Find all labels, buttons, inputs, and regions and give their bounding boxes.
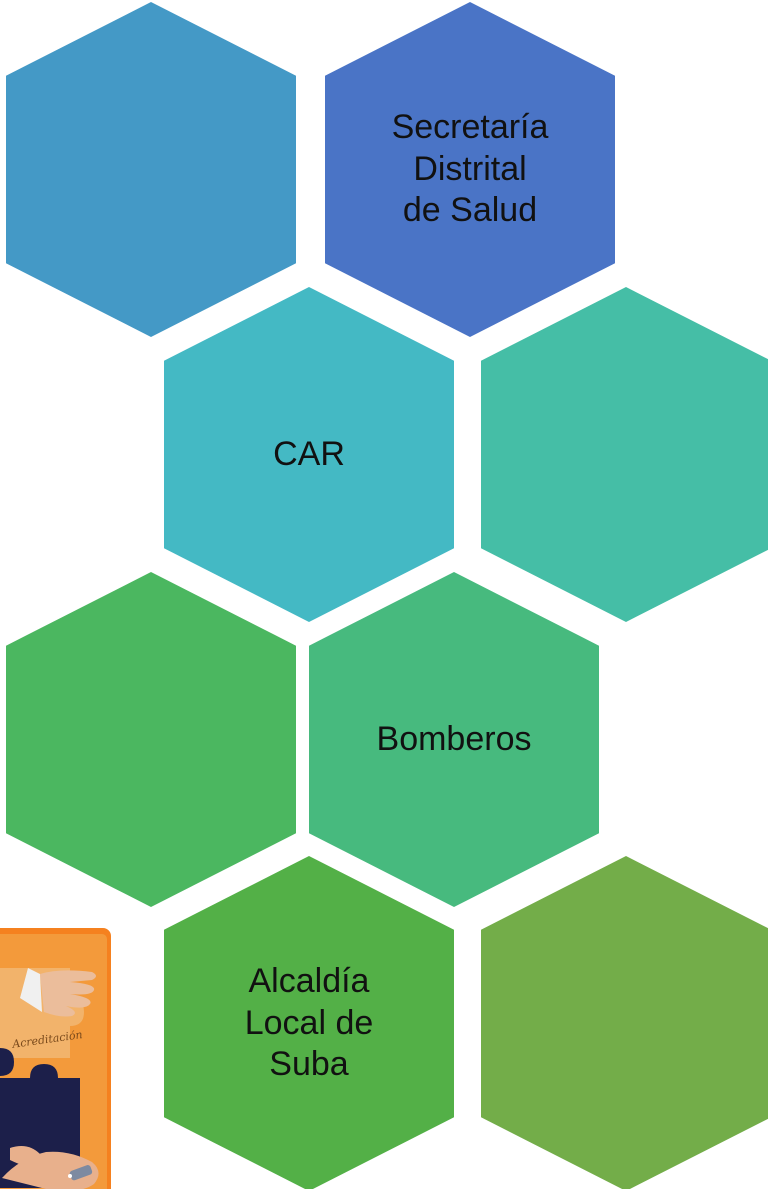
hexagon-alcaldia-local-de-suba: Alcaldía Local de Suba	[164, 856, 454, 1189]
hexagon-car: CAR	[164, 287, 454, 622]
hexagon-8	[481, 856, 768, 1189]
hexagon-2-label: Secretaría Distrital de Salud	[391, 108, 549, 230]
hexagon-5	[6, 572, 296, 907]
hexagon-1	[6, 2, 296, 337]
puzzle-hands-icon: Acreditación	[0, 928, 111, 1189]
hexagon-bomberos: Bomberos	[309, 572, 599, 907]
hexagon-4	[481, 287, 768, 622]
hexagon-7-label: Alcaldía Local de Suba	[244, 962, 374, 1084]
hexagon-6-label: Bomberos	[376, 719, 532, 758]
hexagon-secretaria-distrital-de-salud: Secretaría Distrital de Salud	[325, 2, 615, 337]
hexagon-3-label: CAR	[273, 434, 345, 473]
